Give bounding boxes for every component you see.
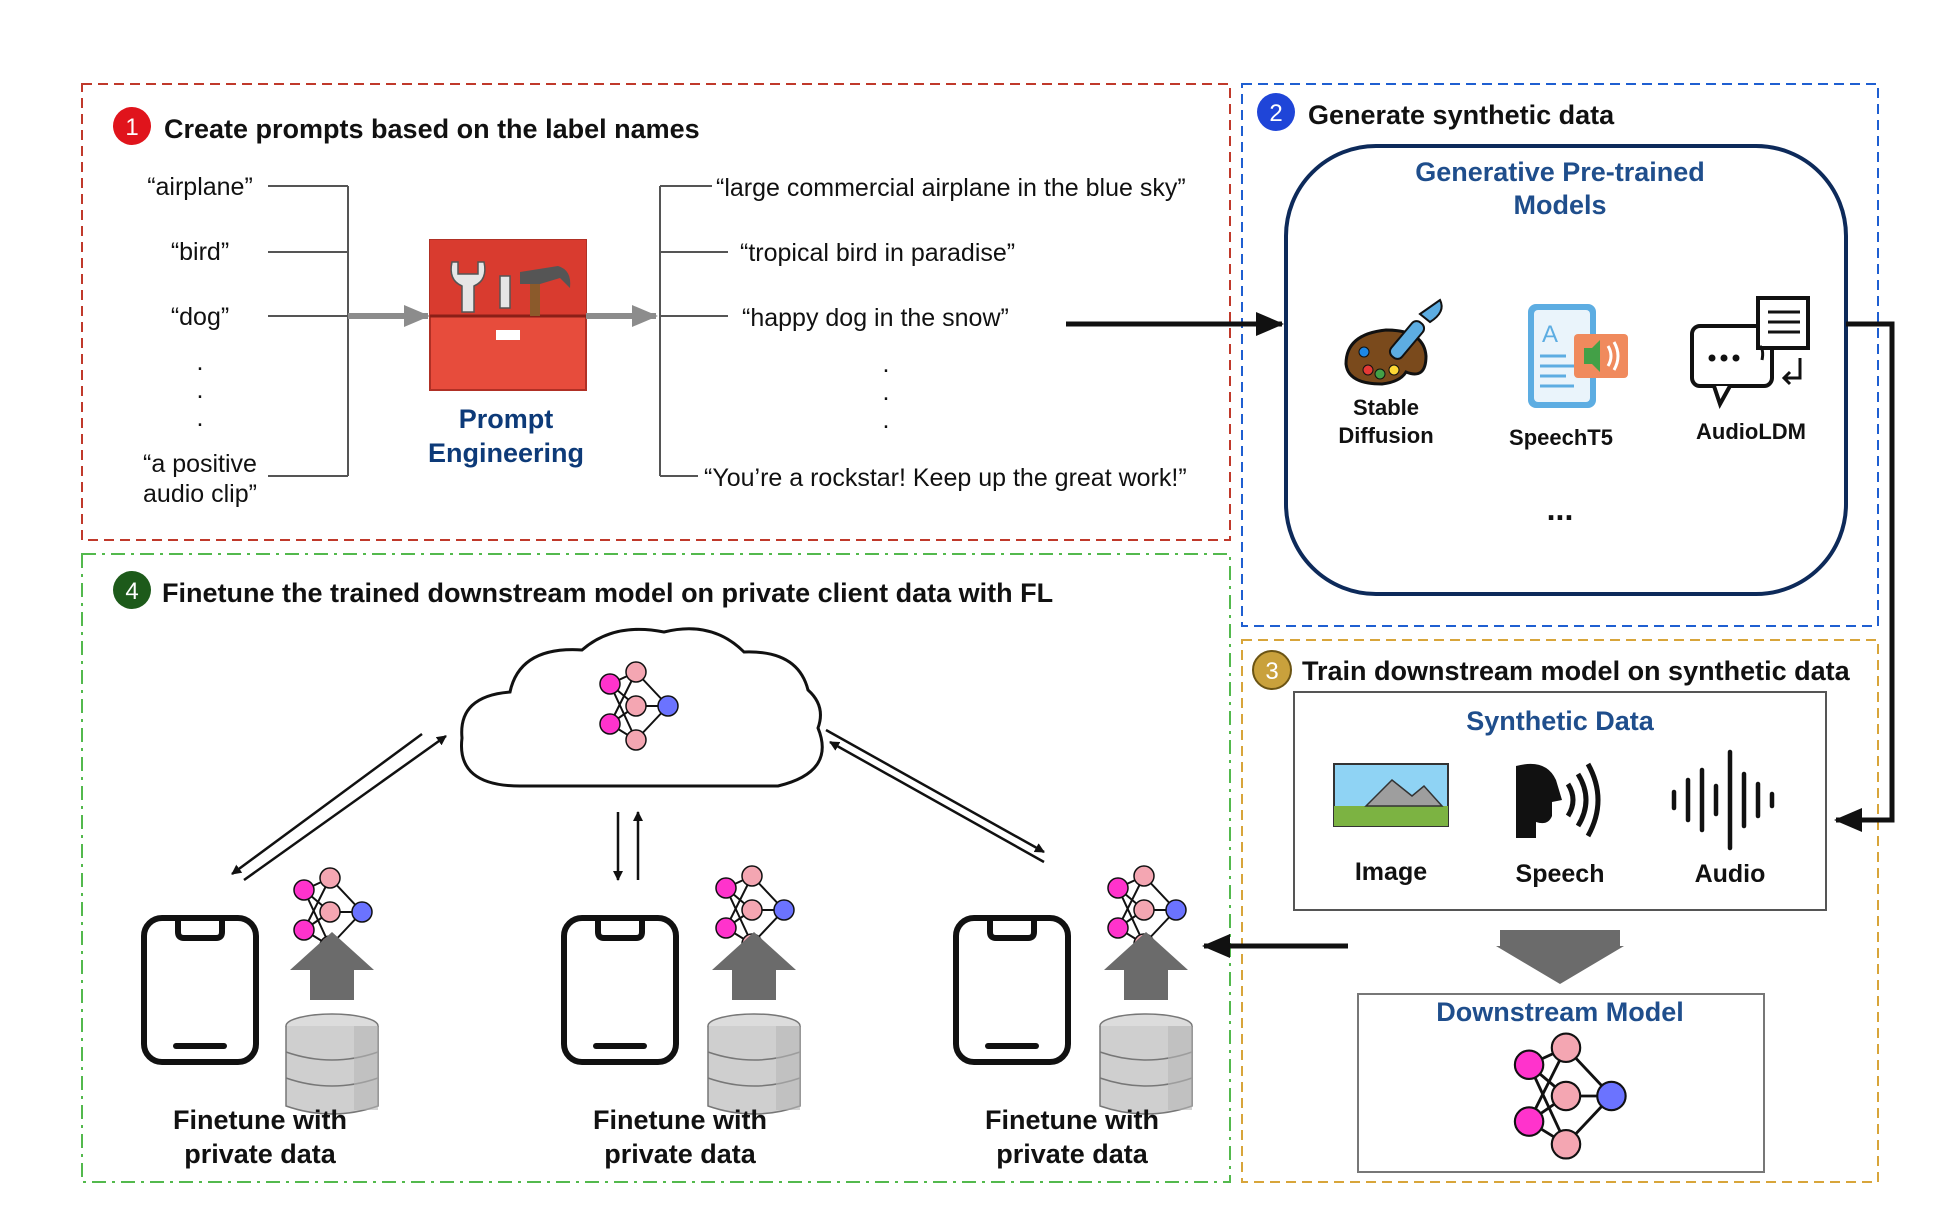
database-icon <box>707 1013 801 1115</box>
database-icon <box>1099 1013 1193 1115</box>
prompt-bracket <box>659 185 728 477</box>
label-dot-3: . <box>197 404 204 432</box>
step1-number-badge <box>113 107 151 145</box>
cloud-server-icon <box>459 627 824 788</box>
toolbox-icon <box>429 239 587 391</box>
step1-number: 1 <box>125 114 138 141</box>
waveform-icon <box>1671 749 1775 851</box>
step4-number: 4 <box>125 578 138 605</box>
client-1-label-line1: Finetune with <box>173 1105 347 1135</box>
model-stable-line1: Stable <box>1353 395 1419 420</box>
step4-title: Finetune the trained downstream model on… <box>162 578 1053 608</box>
upload-arrow-icon <box>290 932 374 1000</box>
tool-label-line1: Prompt <box>459 404 554 434</box>
step4-number-badge <box>113 571 151 609</box>
arrow-models-to-synthetic <box>1834 321 1895 832</box>
client-2-label-line1: Finetune with <box>593 1105 767 1135</box>
models-ellipsis: ... <box>1547 491 1574 527</box>
prompt-airplane: “large commercial airplane in the blue s… <box>716 174 1186 202</box>
tool-label-line2: Engineering <box>428 438 584 468</box>
models-title-line2: Models <box>1513 190 1606 220</box>
speaking-head-icon <box>1516 762 1601 838</box>
label-dot-2: . <box>197 376 204 404</box>
generative-models-box <box>1284 144 1848 596</box>
svg-text:A: A <box>1542 321 1558 348</box>
step1-heading: 1 Create prompts based on the label name… <box>113 107 700 145</box>
audio-caption-icon <box>1690 296 1810 409</box>
label-audio-line2: audio clip” <box>143 480 257 508</box>
label-bracket <box>268 185 349 477</box>
client-1-label-line2: private data <box>184 1139 337 1169</box>
fl-communication-arrows <box>231 728 1045 882</box>
label-dot-1: . <box>197 348 204 376</box>
synthetic-audio-label: Audio <box>1695 860 1766 888</box>
models-title-line1: Generative Pre-trained <box>1415 157 1705 187</box>
step3-heading: 3 Train downstream model on synthetic da… <box>1252 650 1851 690</box>
prompt-dot-3: . <box>883 406 890 434</box>
client-3-label-line1: Finetune with <box>985 1105 1159 1135</box>
phone-icon <box>144 918 256 1062</box>
train-down-arrow <box>1496 930 1624 984</box>
label-bird: “bird” <box>171 238 229 266</box>
client-1 <box>144 867 379 1115</box>
step2-panel <box>1241 83 1879 627</box>
step2-title: Generate synthetic data <box>1308 100 1615 130</box>
synthetic-speech-label: Speech <box>1516 860 1605 888</box>
downstream-model-title: Downstream Model <box>1436 997 1684 1027</box>
label-audio-line1: “a positive <box>143 450 257 478</box>
label-dog: “dog” <box>171 303 229 331</box>
prompt-dot-1: . <box>883 350 890 378</box>
model-audioldm: AudioLDM <box>1696 419 1806 444</box>
prompt-bird: “tropical bird in paradise” <box>740 239 1015 267</box>
palette-icon <box>1344 298 1443 386</box>
step2-number: 2 <box>1269 100 1282 127</box>
synthetic-data-title: Synthetic Data <box>1466 706 1655 736</box>
phone-icon <box>564 918 676 1062</box>
landscape-image-icon <box>1333 763 1449 827</box>
upload-arrow-icon <box>1104 932 1188 1000</box>
step4-heading: 4 Finetune the trained downstream model … <box>113 571 1053 609</box>
model-speecht5: SpeechT5 <box>1509 425 1613 450</box>
step3-number-badge <box>1252 650 1292 690</box>
client-3-label-line2: private data <box>996 1139 1149 1169</box>
database-icon <box>285 1013 379 1115</box>
step3-number: 3 <box>1265 658 1278 685</box>
step3-panel <box>1241 639 1879 1183</box>
prompt-dot-2: . <box>883 378 890 406</box>
client-2 <box>564 865 801 1115</box>
step3-title: Train downstream model on synthetic data <box>1302 656 1851 686</box>
client-3 <box>956 865 1193 1115</box>
prompt-rockstar: “You’re a rockstar! Keep up the great wo… <box>704 464 1187 492</box>
text-to-speech-icon: A <box>1528 304 1628 408</box>
synthetic-image-label: Image <box>1355 858 1427 886</box>
client-2-label-line2: private data <box>604 1139 757 1169</box>
step1-panel <box>81 83 1231 541</box>
phone-icon <box>956 918 1068 1062</box>
upload-arrow-icon <box>712 932 796 1000</box>
model-stable-line2: Diffusion <box>1338 423 1433 448</box>
step2-number-badge <box>1257 93 1295 131</box>
label-airplane: “airplane” <box>147 173 253 201</box>
prompt-dog: “happy dog in the snow” <box>742 304 1009 332</box>
step1-title: Create prompts based on the label names <box>164 114 700 144</box>
step2-heading: 2 Generate synthetic data <box>1257 93 1615 131</box>
step4-panel <box>81 553 1231 1183</box>
